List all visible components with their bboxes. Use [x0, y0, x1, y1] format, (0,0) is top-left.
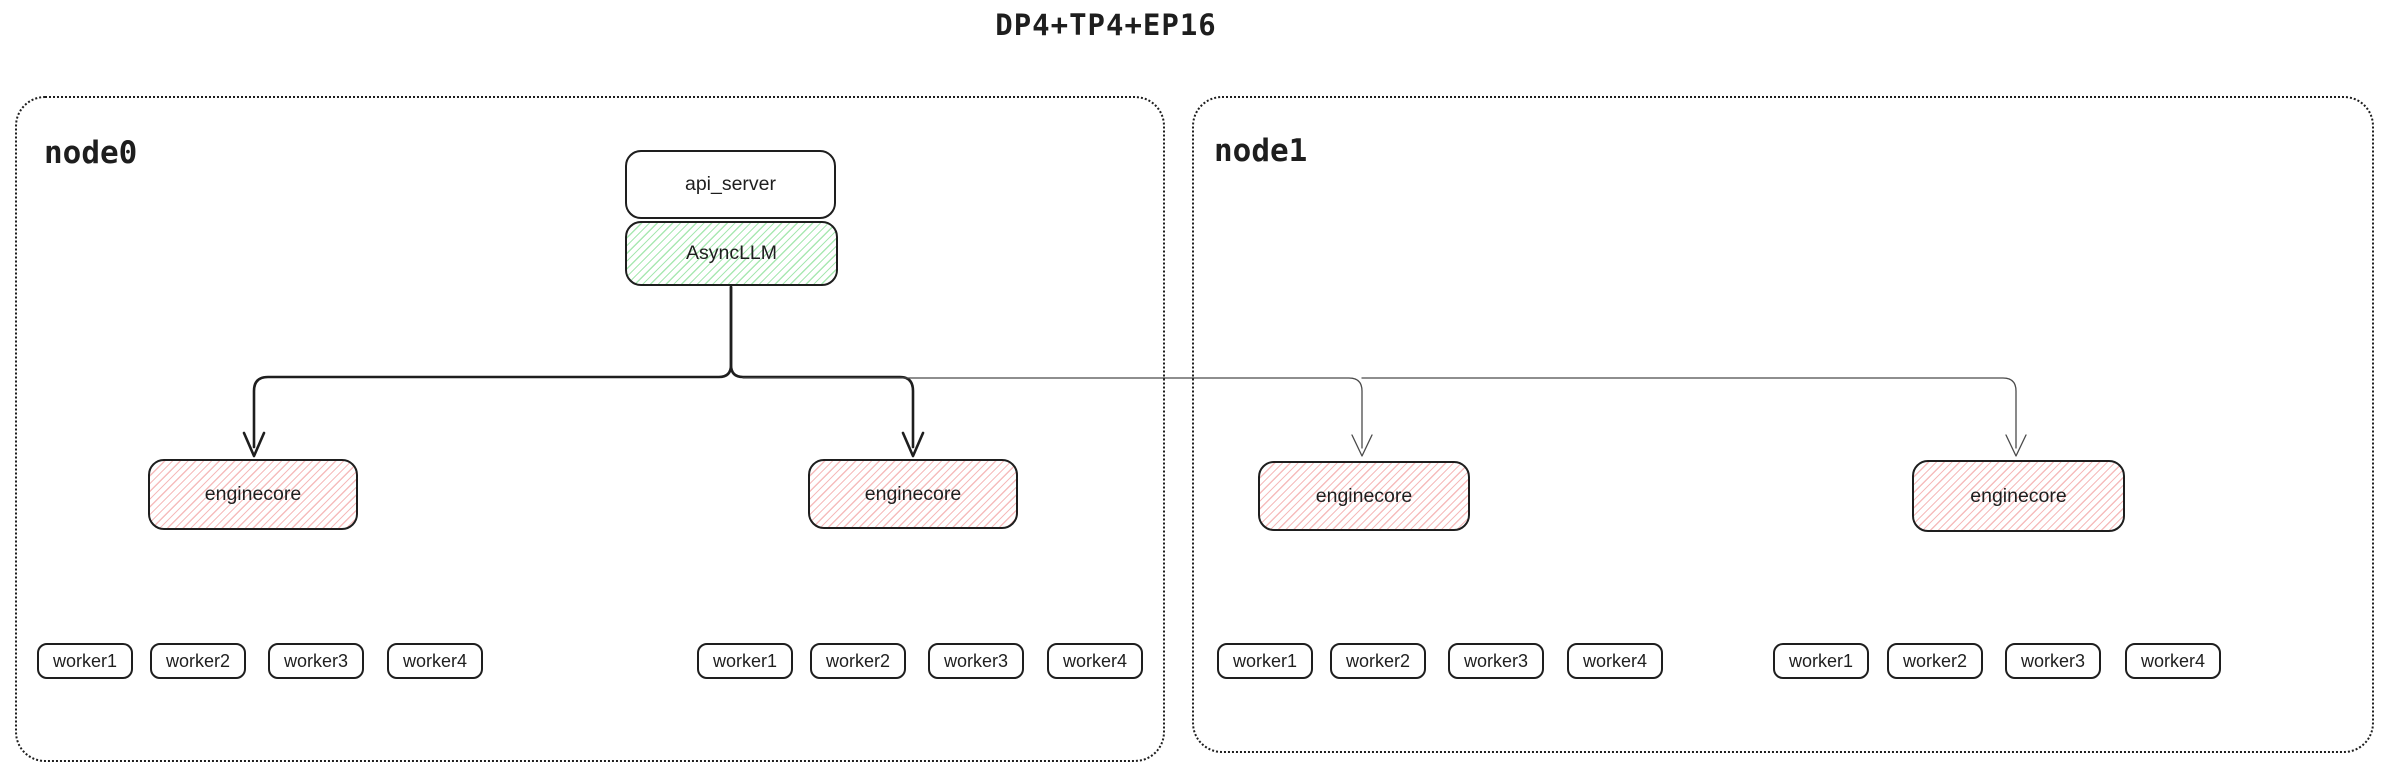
enginecore-2-label: enginecore [864, 482, 962, 505]
worker-box: worker4 [387, 643, 483, 679]
worker-box: worker3 [268, 643, 364, 679]
worker-box: worker1 [697, 643, 793, 679]
worker-label: worker2 [165, 650, 231, 671]
worker-box: worker1 [1217, 643, 1313, 679]
node1-label: node1 [1214, 133, 1308, 169]
worker-label: worker3 [283, 650, 349, 671]
enginecore-box-3: enginecore [1258, 461, 1470, 531]
api-server-box: api_server [625, 150, 836, 219]
enginecore-box-4: enginecore [1912, 460, 2125, 532]
worker-label: worker4 [1582, 650, 1648, 671]
worker-box: worker1 [1773, 643, 1869, 679]
worker-box: worker4 [1567, 643, 1663, 679]
enginecore-box-2: enginecore [808, 459, 1018, 529]
worker-box: worker2 [1887, 643, 1983, 679]
worker-label: worker2 [1345, 650, 1411, 671]
worker-box: worker3 [2005, 643, 2101, 679]
worker-label: worker3 [1463, 650, 1529, 671]
worker-label: worker4 [2140, 650, 2206, 671]
worker-label: worker1 [712, 650, 778, 671]
worker-box: worker4 [2125, 643, 2221, 679]
worker-box: worker3 [1448, 643, 1544, 679]
worker-box: worker4 [1047, 643, 1143, 679]
worker-box: worker2 [1330, 643, 1426, 679]
worker-label: worker1 [1788, 650, 1854, 671]
enginecore-box-1: enginecore [148, 459, 358, 530]
enginecore-1-label: enginecore [204, 483, 302, 505]
worker-box: worker2 [810, 643, 906, 679]
node0-label: node0 [44, 135, 138, 171]
worker-box: worker2 [150, 643, 246, 679]
worker-label: worker3 [2020, 650, 2086, 671]
api-server-label: api_server [684, 173, 777, 195]
enginecore-4-label: enginecore [1970, 484, 2067, 507]
worker-label: worker4 [1062, 650, 1128, 671]
worker-label: worker2 [1902, 650, 1968, 671]
node1-frame [1192, 96, 2374, 753]
worker-box: worker1 [37, 643, 133, 679]
asyncllm-box: AsyncLLM [625, 221, 838, 286]
worker-label: worker3 [943, 650, 1009, 671]
diagram-title: DP4+TP4+EP16 [995, 8, 1217, 42]
worker-label: worker1 [1232, 650, 1298, 671]
worker-label: worker1 [52, 650, 118, 671]
worker-box: worker3 [928, 643, 1024, 679]
worker-label: worker4 [402, 650, 468, 671]
worker-label: worker2 [825, 650, 891, 671]
asyncllm-label: AsyncLLM [685, 242, 778, 264]
node0-frame [15, 96, 1165, 762]
enginecore-3-label: enginecore [1315, 484, 1413, 507]
